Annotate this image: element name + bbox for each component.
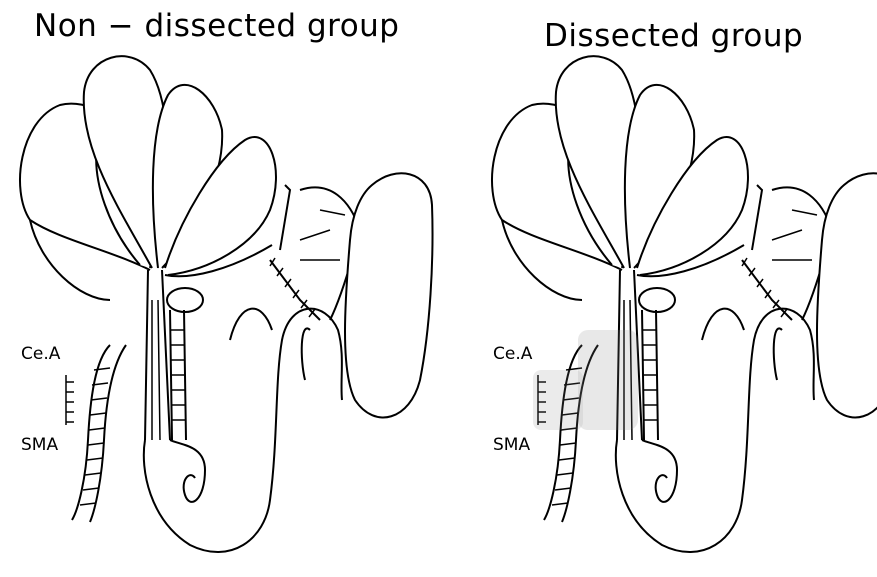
anatomy-illustration-non-dissected (0, 0, 439, 577)
dissected-region-shading (533, 330, 638, 430)
panel-non-dissected: Non − dissected group Ce.A SMA (0, 0, 438, 577)
label-superior-mesenteric-artery: SMA (493, 435, 530, 455)
panel-title: Non − dissected group (34, 8, 400, 44)
panel-title: Dissected group (544, 18, 803, 54)
label-celiac-artery: Ce.A (493, 344, 532, 364)
label-celiac-artery: Ce.A (21, 344, 60, 364)
label-superior-mesenteric-artery: SMA (21, 435, 58, 455)
panel-dissected: Dissected group Ce.A SMA (438, 0, 877, 577)
anatomy-illustration-dissected (438, 0, 877, 577)
